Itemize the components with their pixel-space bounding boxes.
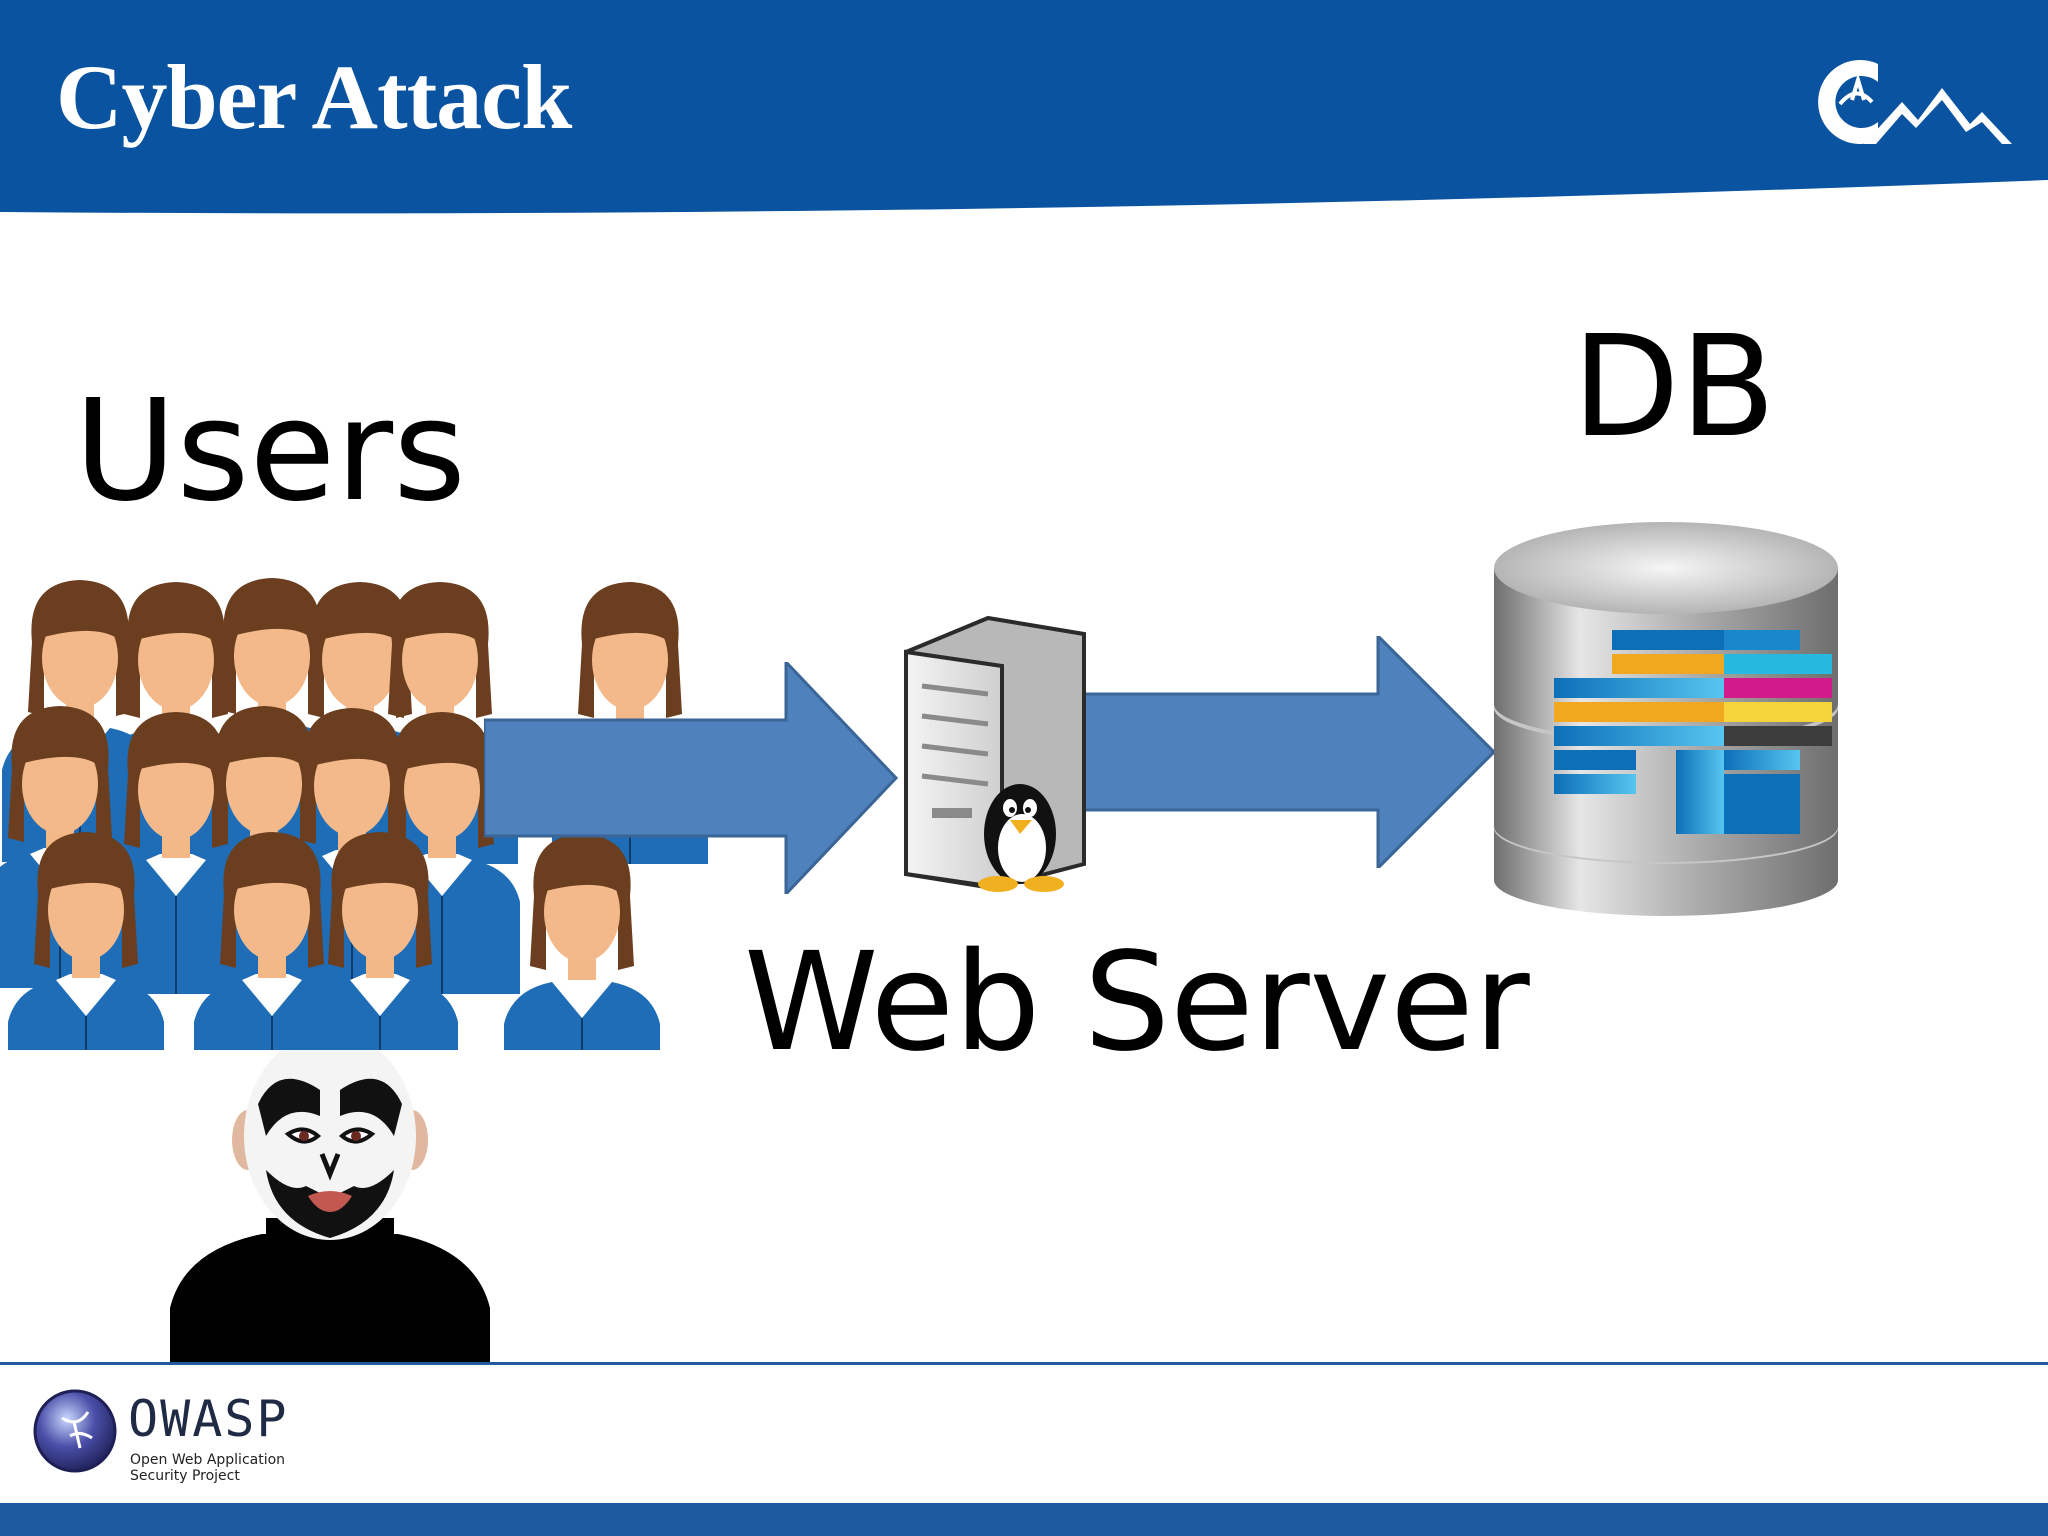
web-server-label: Web Server — [744, 924, 1530, 1082]
arrow-users-to-web-server — [484, 662, 898, 894]
database-cylinder-icon — [1494, 522, 1838, 916]
db-label: DB — [1572, 306, 1776, 469]
owasp-globe-logo-icon — [33, 1389, 117, 1473]
owasp-wordmark: OWASP — [128, 1390, 289, 1448]
header-band — [0, 0, 2048, 214]
cloud-mountain-logo-icon — [1818, 60, 2012, 144]
owasp-tagline: Open Web Application Security Project — [130, 1452, 286, 1484]
footer-divider — [0, 1362, 2048, 1365]
hacker-illustration — [170, 1050, 490, 1365]
footer-bar — [0, 1503, 2048, 1536]
users-label: Users — [74, 370, 467, 533]
server-tower-linux-icon — [904, 615, 1086, 892]
owasp-logo: OWASP Open Web Application Security Proj… — [32, 1388, 322, 1488]
slide-title: Cyber Attack — [56, 46, 572, 148]
arrow-web-server-to-db — [1080, 636, 1496, 868]
